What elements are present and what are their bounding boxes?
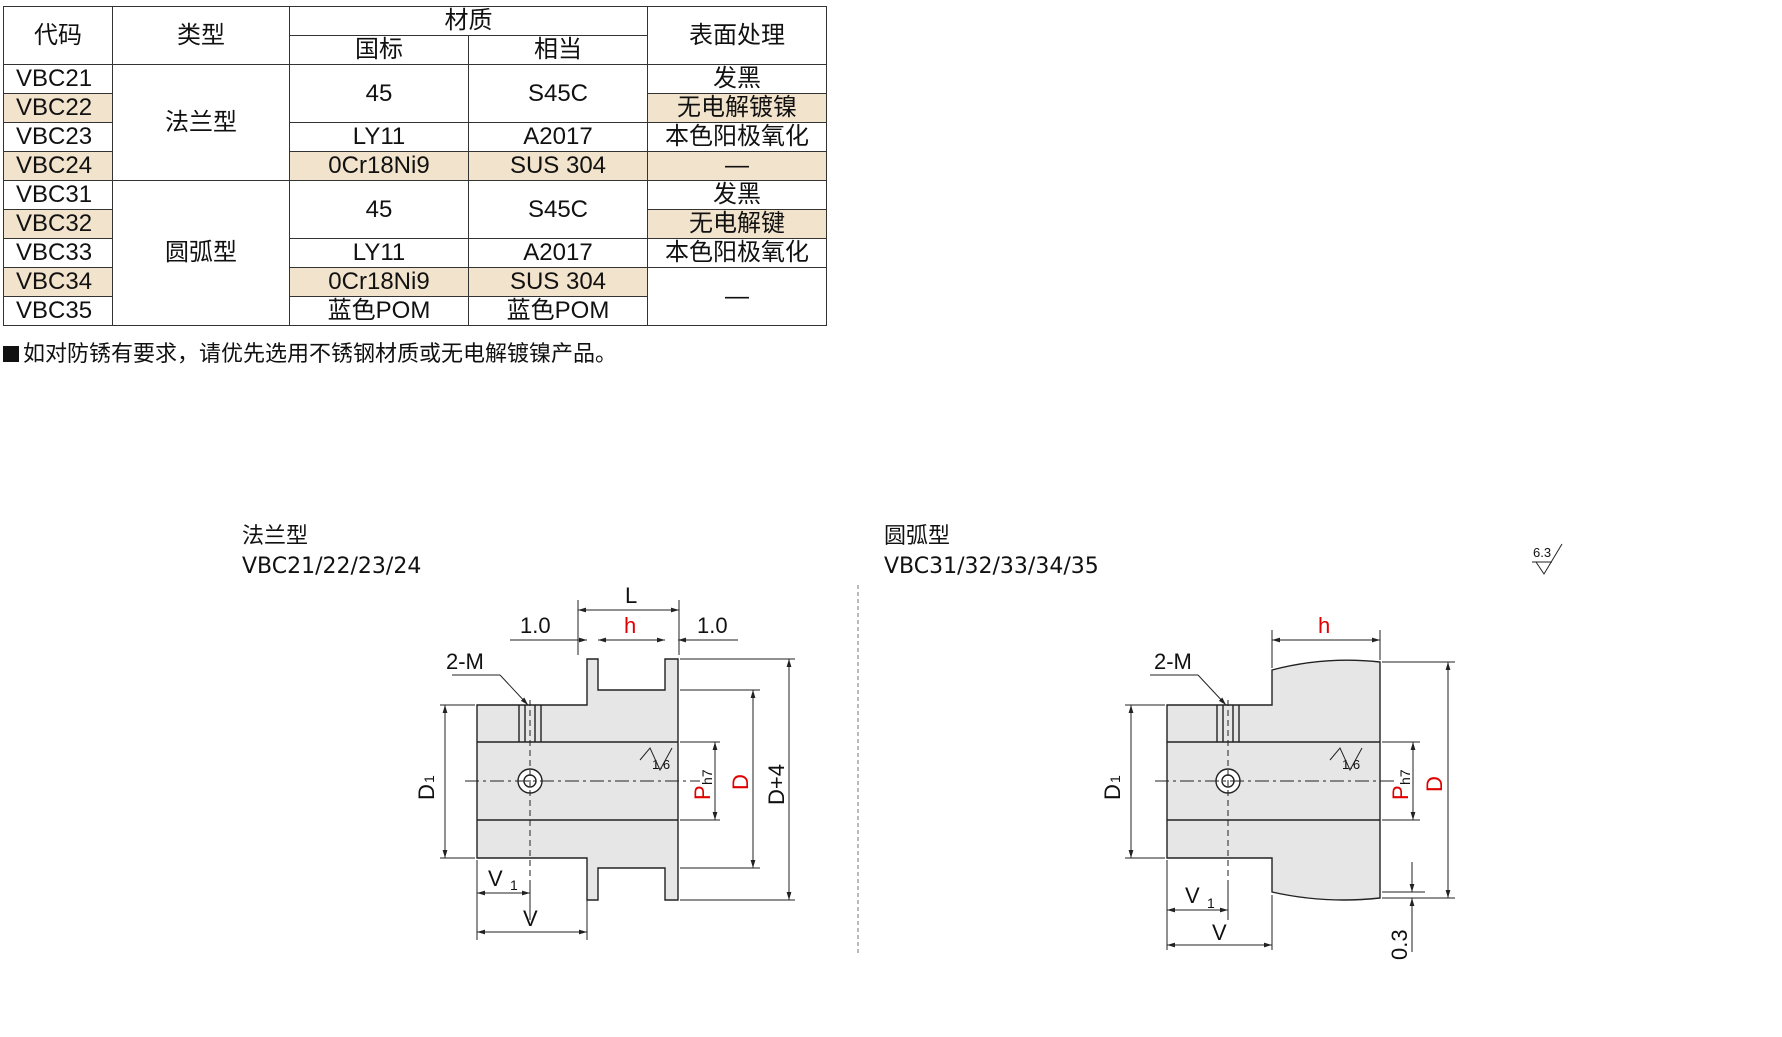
mat-a2017: A2017 xyxy=(468,238,648,268)
mat-pom-equivalent: 蓝色POM xyxy=(468,296,648,326)
mat-ly11: LY11 xyxy=(289,122,469,152)
header-code: 代码 xyxy=(3,6,113,65)
label-roughness-top: 6.3 xyxy=(1533,545,1551,560)
header-national: 国标 xyxy=(289,35,469,65)
label-p: P xyxy=(690,785,715,800)
mat-sus: SUS 304 xyxy=(468,151,648,181)
bullet-square-icon xyxy=(3,346,19,362)
mat-ly11: LY11 xyxy=(289,238,469,268)
figure-right-title: 圆弧型 VBC31/32/33/34/35 xyxy=(884,522,1099,582)
flange-drawing xyxy=(476,658,679,901)
table-row-code: VBC21 xyxy=(3,64,113,94)
mat-cr18: 0Cr18Ni9 xyxy=(289,151,469,181)
label-v1-sub-arc: 1 xyxy=(1207,895,1215,911)
label-v1-arc: V xyxy=(1185,883,1200,908)
mat-cr18: 0Cr18Ni9 xyxy=(289,267,469,297)
note-content: 如对防锈有要求，请优先选用不锈钢材质或无电解镀镍产品。 xyxy=(23,342,618,367)
mat-pom-national: 蓝色POM xyxy=(289,296,469,326)
figure-left-type: 法兰型 xyxy=(242,524,309,549)
label-2m: 2-M xyxy=(446,649,484,674)
header-surface: 表面处理 xyxy=(647,6,827,65)
table-row-code: VBC32 xyxy=(3,209,113,239)
label-gap-left: 1.0 xyxy=(520,613,551,638)
mat-45: 45 xyxy=(289,64,469,123)
mat-s45c: S45C xyxy=(468,180,648,239)
mat-45: 45 xyxy=(289,180,469,239)
label-p-arc: P xyxy=(1388,785,1413,800)
label-roughness: 1.6 xyxy=(652,757,670,772)
figure-right-type: 圆弧型 xyxy=(884,524,951,549)
table-row-code: VBC35 xyxy=(3,296,113,326)
figure-right-codes: VBC31/32/33/34/35 xyxy=(884,554,1099,579)
label-03: 0.3 xyxy=(1387,929,1412,960)
surface-cell: 本色阳极氧化 xyxy=(647,238,827,268)
label-v1-sub: 1 xyxy=(510,877,518,893)
label-h: h xyxy=(624,613,636,638)
table-row-code: VBC33 xyxy=(3,238,113,268)
label-v-arc: V xyxy=(1212,920,1227,945)
label-v1: V xyxy=(488,866,503,891)
figure-left-title: 法兰型 VBC21/22/23/24 xyxy=(242,522,421,582)
type-arc: 圆弧型 xyxy=(112,180,290,326)
table-row-code: VBC22 xyxy=(3,93,113,123)
label-L: L xyxy=(625,583,637,608)
surface-cell: — xyxy=(647,151,827,181)
surface-cell: 无电解镀镍 xyxy=(647,93,827,123)
mat-a2017: A2017 xyxy=(468,122,648,152)
label-dplus4: D+4 xyxy=(764,764,789,805)
surface-cell: 发黑 xyxy=(647,180,827,210)
label-roughness-arc: 1.6 xyxy=(1342,757,1360,772)
label-d1-sub-arc: 1 xyxy=(1107,775,1123,783)
note-text: 如对防锈有要求，请优先选用不锈钢材质或无电解镀镍产品。 xyxy=(3,336,617,368)
surface-cell: — xyxy=(647,267,827,326)
table-row-code: VBC23 xyxy=(3,122,113,152)
mat-s45c: S45C xyxy=(468,64,648,123)
label-v: V xyxy=(523,906,538,931)
label-gap-right: 1.0 xyxy=(697,613,728,638)
figure-left-codes: VBC21/22/23/24 xyxy=(242,554,422,579)
label-d1-sub: 1 xyxy=(421,775,437,783)
spec-table: 代码 类型 材质 表面处理 国标 相当 VBC21 法兰型 45 S45C 发黑… xyxy=(3,6,827,326)
label-2m-arc: 2-M xyxy=(1154,649,1192,674)
label-h7-arc: h7 xyxy=(1397,769,1413,785)
label-h-arc: h xyxy=(1318,613,1330,638)
header-equivalent: 相当 xyxy=(468,35,648,65)
label-d-arc: D xyxy=(1422,776,1447,792)
label-h7: h7 xyxy=(699,769,715,785)
arc-drawing xyxy=(1166,659,1381,901)
mat-sus: SUS 304 xyxy=(468,267,648,297)
label-d: D xyxy=(728,774,753,790)
label-d1: D xyxy=(414,784,439,800)
label-d1-arc: D xyxy=(1100,784,1125,800)
